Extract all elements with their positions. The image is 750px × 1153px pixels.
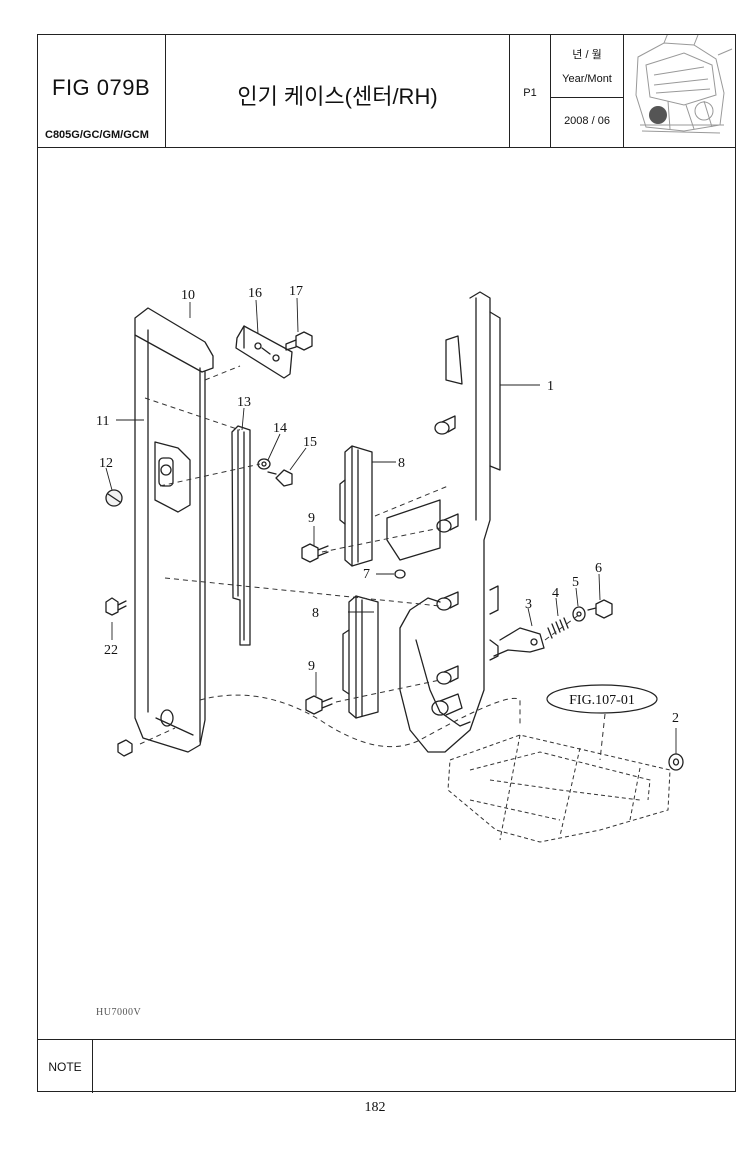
callout-9-upper: 9 <box>308 511 315 526</box>
callout-7: 7 <box>363 567 370 582</box>
fig-code: FIG 079B <box>52 75 151 100</box>
callout-8-lower: 8 <box>312 606 319 621</box>
figure-reference-label: FIG.107-01 <box>569 693 635 708</box>
drawing-code: HU7000V <box>96 1007 142 1018</box>
callout-6: 6 <box>595 561 602 576</box>
title-cell: 인기 케이스(센터/RH) <box>166 35 510 147</box>
page-title: 인기 케이스(센터/RH) <box>237 84 438 109</box>
part-2-nut <box>668 753 684 771</box>
callout-8-upper: 8 <box>398 456 405 471</box>
combine-harvester-thumbnail <box>635 32 733 134</box>
callout-22: 22 <box>104 643 118 658</box>
callout-5: 5 <box>572 575 579 590</box>
part-15-bolt <box>267 469 293 487</box>
parts-sheet: FIG 079B C805G/GC/GM/GCM 인기 케이스(센터/RH) P… <box>37 32 737 1093</box>
part-5-washer <box>572 606 586 622</box>
part-6-bolt <box>587 599 613 619</box>
model-list: C805G/GC/GM/GCM <box>45 129 149 141</box>
callout-4: 4 <box>552 586 559 601</box>
highlight-marker <box>649 106 667 124</box>
part-9-bolt-lower <box>305 695 333 715</box>
date-cell: 년 / 월 Year/Mont 2008 / 06 <box>551 35 624 147</box>
figure-reference: FIG.107-01 <box>546 684 658 714</box>
part-3-latch <box>493 627 545 657</box>
note-label-cell: NOTE <box>38 1040 93 1093</box>
page-label-cell: P1 <box>510 35 551 147</box>
callout-1: 1 <box>547 379 554 394</box>
year-month-english: Year/Mont <box>562 73 612 85</box>
callout-12: 12 <box>99 456 113 471</box>
part-4-spring <box>547 617 569 639</box>
part-10-cover <box>134 307 214 753</box>
alignment-lines <box>139 365 606 761</box>
part-13-plate <box>231 425 251 646</box>
callout-3: 3 <box>525 597 532 612</box>
header-block: FIG 079B C805G/GC/GM/GCM 인기 케이스(센터/RH) P… <box>38 32 737 148</box>
fig-107-01-phantom-frame <box>447 734 671 843</box>
frame-studs <box>431 415 463 716</box>
callout-16: 16 <box>248 286 262 301</box>
callout-2: 2 <box>672 711 679 726</box>
leader-lines <box>105 297 677 754</box>
part-17-bolt <box>285 331 313 351</box>
callout-17: 17 <box>289 284 303 299</box>
part-7-pin <box>394 569 406 579</box>
note-row: NOTE <box>38 1039 735 1093</box>
fig-code-cell: FIG 079B C805G/GC/GM/GCM <box>38 35 166 147</box>
lower-bolt <box>117 739 133 757</box>
date-divider <box>551 97 623 98</box>
callout-10: 10 <box>181 288 195 303</box>
part-8-upper-rail <box>339 445 373 567</box>
note-label: NOTE <box>48 1060 82 1074</box>
page-label: P1 <box>523 87 537 99</box>
part-12-grommet <box>105 489 123 507</box>
part-22-bolt <box>105 597 127 616</box>
callout-14: 14 <box>273 421 287 436</box>
callout-9-lower: 9 <box>308 659 315 674</box>
callout-13: 13 <box>237 395 251 410</box>
part-1-frame <box>386 291 501 753</box>
revision-date: 2008 / 06 <box>564 115 610 127</box>
callout-15: 15 <box>303 435 317 450</box>
part-9-bolt-upper <box>301 543 329 563</box>
machine-thumbnail-cell <box>624 32 737 147</box>
callout-11: 11 <box>96 414 109 429</box>
year-month-korean: 년 / 월 <box>572 49 602 61</box>
part-16-bracket <box>235 325 293 379</box>
page-number: 182 <box>364 1100 386 1115</box>
